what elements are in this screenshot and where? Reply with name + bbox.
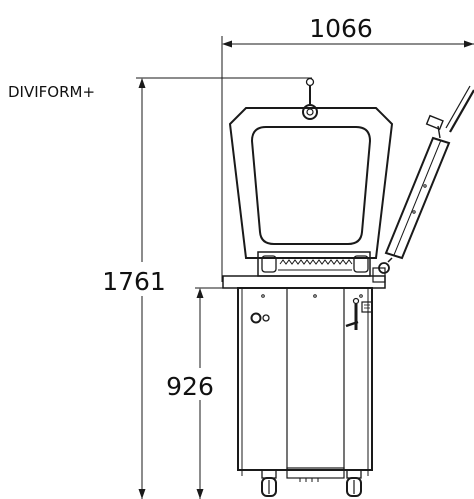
base-height-value: 926 — [166, 372, 214, 401]
width-value: 1066 — [309, 14, 373, 43]
machine-drawing — [222, 77, 474, 497]
lid-handle — [302, 77, 318, 120]
base-height-dimension: 926 — [165, 287, 238, 499]
control-knobs — [250, 312, 270, 324]
lid-frame — [228, 107, 394, 259]
caster-left — [261, 469, 277, 497]
total-height-value: 1761 — [102, 267, 166, 296]
base-height-arrow-bottom — [196, 489, 204, 499]
total-height-label-bg — [104, 262, 162, 296]
total-height-dimension: 1761 — [102, 77, 312, 499]
hinge-assembly — [257, 251, 371, 277]
width-arrow-right — [464, 40, 474, 48]
width-dimension: 1066 — [221, 14, 474, 282]
base-cabinet — [237, 287, 373, 482]
base-height-arrow-top — [196, 288, 204, 298]
base-top-plate — [222, 267, 386, 289]
caster-right — [346, 469, 362, 497]
total-height-arrow-bottom — [138, 489, 146, 499]
side-lever — [345, 297, 373, 330]
tilted-arm — [378, 85, 474, 274]
total-height-arrow-top — [138, 78, 146, 88]
width-arrow-left — [222, 40, 232, 48]
base-height-label-bg — [165, 368, 213, 400]
model-label: DIVIFORM+ — [8, 83, 95, 101]
